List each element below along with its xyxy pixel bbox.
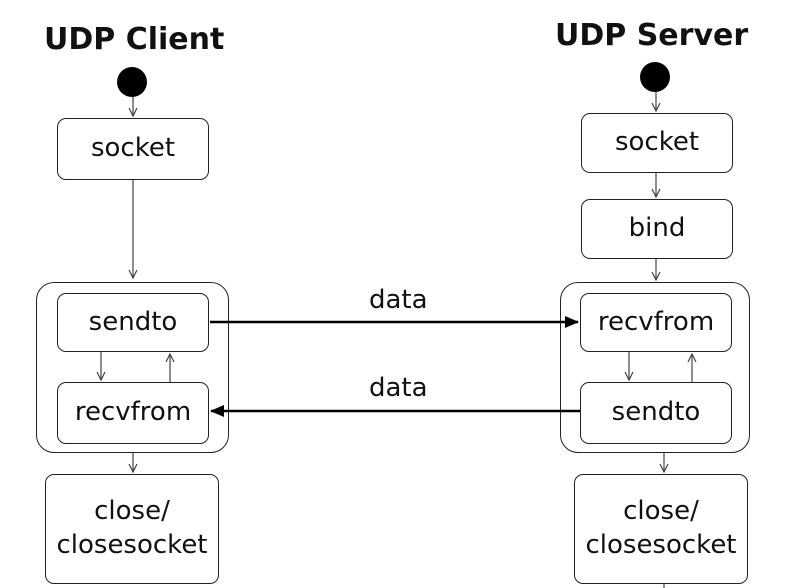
client-recvfrom-label: recvfrom [74, 397, 192, 428]
server-bind-node: bind [581, 199, 733, 259]
client-close-label: close/ closesocket [56, 496, 208, 560]
client-loop-group [36, 282, 229, 453]
server-start-node [640, 62, 670, 92]
client-socket-label: socket [90, 133, 176, 164]
client-title: UDP Client [44, 22, 225, 57]
flow-top-label: data [369, 285, 428, 315]
server-socket-node: socket [581, 113, 733, 173]
client-sendto-node: sendto [57, 293, 209, 352]
server-title: UDP Server [555, 18, 749, 53]
client-close-node: close/ closesocket [45, 474, 219, 584]
server-recvfrom-node: recvfrom [580, 293, 732, 352]
server-recvfrom-label: recvfrom [597, 306, 715, 337]
client-sendto-label: sendto [88, 306, 178, 337]
server-sendto-label: sendto [611, 397, 701, 428]
server-socket-label: socket [614, 127, 700, 158]
server-close-node: close/ closesocket [574, 474, 748, 584]
server-close-label: close/ closesocket [585, 496, 737, 560]
server-bind-label: bind [628, 213, 686, 244]
flow-bottom-label: data [369, 373, 428, 403]
server-sendto-node: sendto [580, 382, 732, 444]
client-socket-node: socket [57, 118, 209, 180]
client-recvfrom-node: recvfrom [57, 382, 209, 444]
server-loop-group [560, 282, 750, 453]
client-start-node [117, 67, 147, 97]
